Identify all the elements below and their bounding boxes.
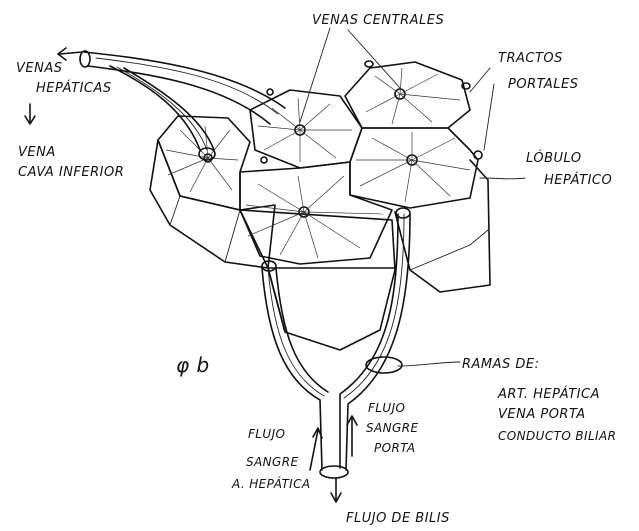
label-venas-centrales: VENAS CENTRALES	[312, 13, 444, 28]
label-flujo-porta-3: PORTA	[374, 441, 415, 455]
label-flujo-porta-1: FLUJO	[368, 401, 405, 415]
label-flujo-arteria-3: A. HEPÁTICA	[231, 476, 311, 491]
label-flujo-arteria-2: SANGRE	[246, 455, 298, 469]
label-ramas-4: CONDUCTO BILIAR	[498, 429, 616, 443]
signature: φ b	[176, 353, 210, 377]
label-lobulo-1: LÓBULO	[526, 150, 582, 166]
flow-arrows	[25, 104, 357, 502]
label-ramas-3: VENA PORTA	[498, 407, 586, 422]
label-flujo-arteria-1: FLUJO	[248, 427, 285, 441]
label-vena-cava-1: VENA	[18, 145, 56, 160]
label-ramas-1: RAMAS DE:	[462, 357, 540, 372]
label-vena-cava-2: CAVA INFERIOR	[18, 165, 124, 180]
label-tractos-2: PORTALES	[508, 77, 578, 92]
leader-lines	[300, 28, 525, 366]
label-lobulo-2: HEPÁTICO	[544, 172, 612, 188]
lobule-top-center	[250, 90, 362, 168]
portal-tract-nubs	[261, 61, 482, 163]
lobule-right	[350, 128, 478, 208]
lobule-left	[158, 116, 250, 210]
label-venas-hepaticas-2: HEPÁTICAS	[36, 80, 112, 96]
label-ramas-2: ART. HEPÁTICA	[497, 386, 600, 402]
label-tractos-1: TRACTOS	[498, 51, 563, 66]
labels: VENAS CENTRALES VENAS HEPÁTICAS VENA CAV…	[16, 13, 616, 526]
label-flujo-bilis: FLUJO DE BILIS	[346, 511, 450, 526]
label-venas-hepaticas-1: VENAS	[16, 61, 62, 76]
lobule-front	[240, 162, 392, 264]
lobule-top-right	[345, 62, 470, 128]
label-flujo-porta-2: SANGRE	[366, 421, 418, 435]
hepatic-vein-tubes	[58, 48, 285, 160]
